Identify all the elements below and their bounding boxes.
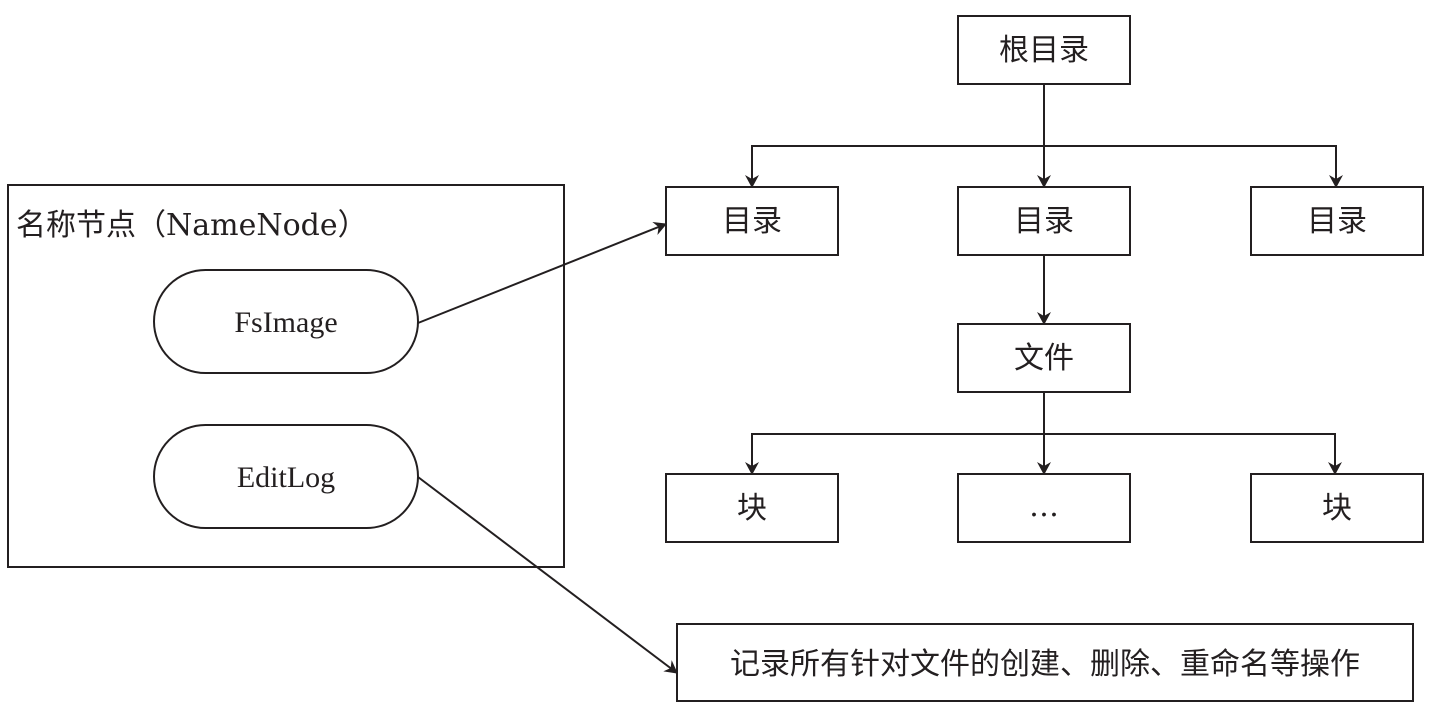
root-dir-label: 根目录 <box>999 33 1089 68</box>
editlog-pill <box>153 424 419 529</box>
dir-node-1: 目录 <box>665 186 839 256</box>
editlog-node: EditLog <box>153 424 419 529</box>
editlog-note-box <box>676 623 1414 702</box>
block-box <box>665 473 839 543</box>
arrow-root-to-dir-3 <box>1044 145 1343 188</box>
block-box <box>957 473 1131 543</box>
editlog-label: EditLog <box>237 461 335 494</box>
file-label: 文件 <box>1014 341 1074 376</box>
dir-node-3: 目录 <box>1250 186 1424 256</box>
arrow-file-to-block-1 <box>745 433 1044 475</box>
fsimage-label: FsImage <box>234 306 337 339</box>
namenode-title: 名称节点（NameNode） <box>16 208 368 243</box>
dir-box <box>1250 186 1424 256</box>
fsimage-pill <box>153 269 419 374</box>
block-box <box>1250 473 1424 543</box>
arrow-file-to-block-3 <box>1044 433 1342 475</box>
dir-box <box>665 186 839 256</box>
editlog-note-node: 记录所有针对文件的创建、删除、重命名等操作 <box>676 623 1414 702</box>
dir-node-2: 目录 <box>957 186 1131 256</box>
block-ellipsis-label: … <box>1029 489 1059 524</box>
file-box <box>957 323 1131 393</box>
root-dir-node: 根目录 <box>957 15 1131 85</box>
file-connectors <box>745 392 1342 475</box>
dir-box <box>957 186 1131 256</box>
fsimage-node: FsImage <box>153 269 419 374</box>
file-node: 文件 <box>957 323 1131 393</box>
block-label: 块 <box>737 491 767 526</box>
block-node-3: 块 <box>1250 473 1424 543</box>
editlog-note-label: 记录所有针对文件的创建、删除、重命名等操作 <box>730 647 1360 682</box>
block-label: 块 <box>1322 491 1352 526</box>
block-node-ellipsis: … <box>957 473 1131 543</box>
arrow-root-to-dir-1 <box>745 145 1044 188</box>
arrow-fsimage-to-dir <box>417 221 667 324</box>
root-connectors <box>745 84 1343 188</box>
dir-label: 目录 <box>722 204 782 239</box>
block-node-1: 块 <box>665 473 839 543</box>
arrow-editlog-to-note <box>417 476 678 674</box>
dir-label: 目录 <box>1307 204 1367 239</box>
dir-label: 目录 <box>1014 204 1074 239</box>
